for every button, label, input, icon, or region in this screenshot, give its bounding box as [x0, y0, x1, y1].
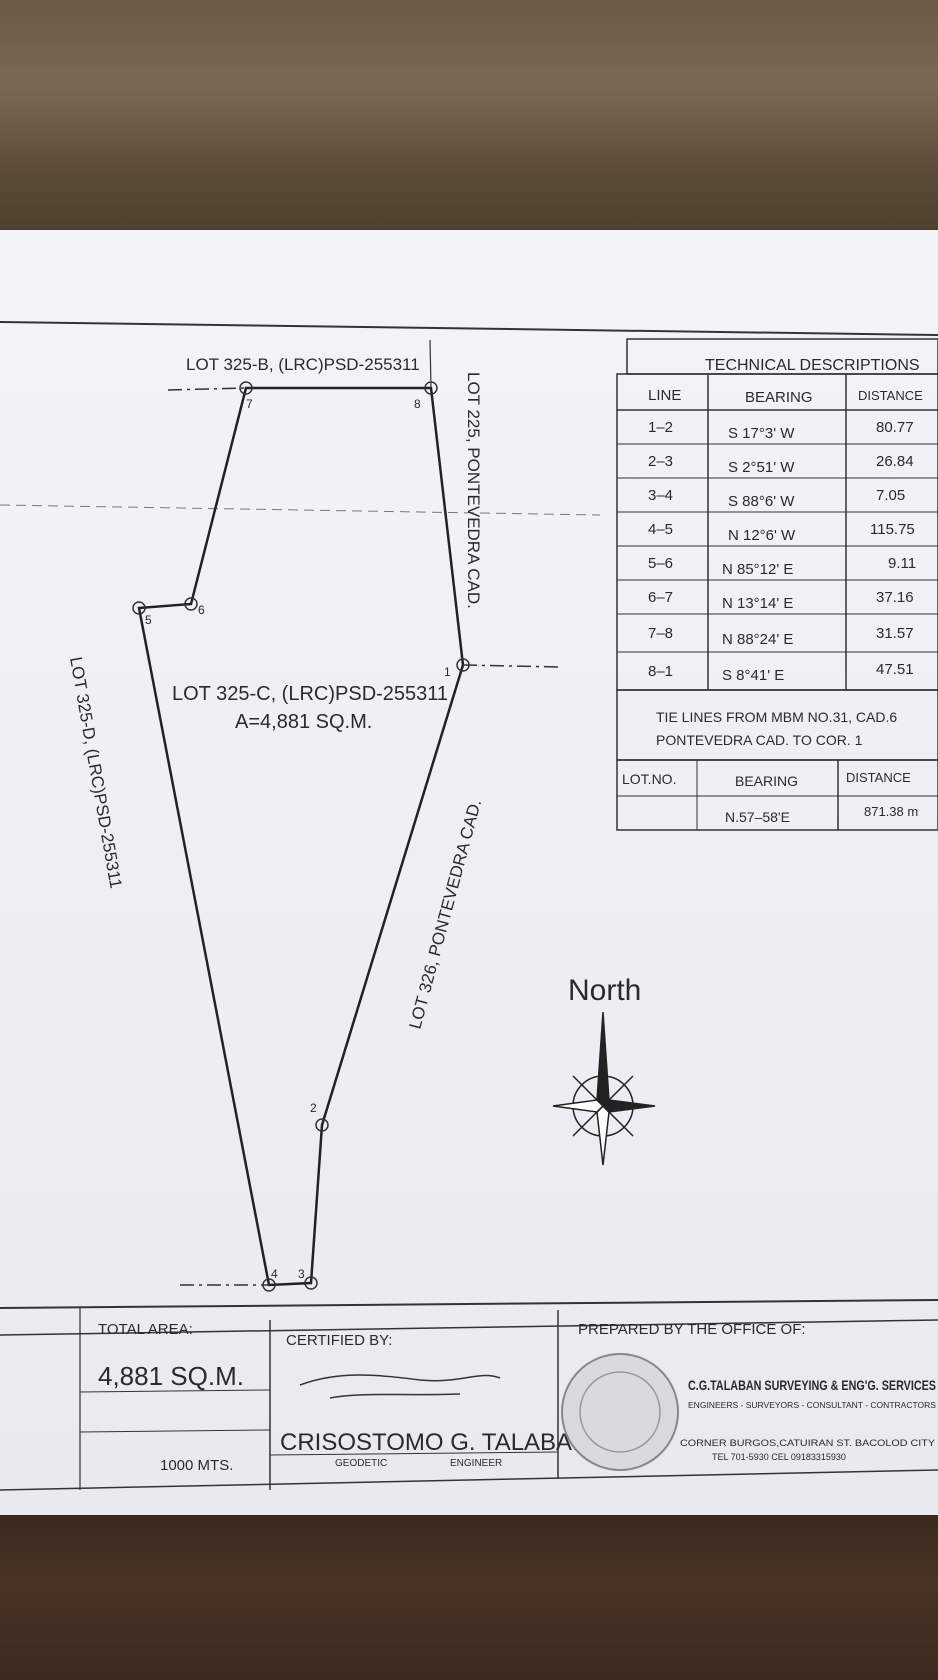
row-2-bearing: S 2°51' W — [728, 459, 795, 476]
row-5-line: 5–6 — [648, 555, 673, 572]
adjoining-line-east — [462, 664, 561, 668]
corner-number-5: 5 — [145, 613, 152, 627]
row-7-bearing: N 88°24' E — [722, 631, 793, 648]
corner-marker-2 — [315, 1118, 329, 1132]
row-2-distance: 26.84 — [876, 453, 914, 470]
row-8-line: 8–1 — [648, 663, 673, 680]
row-3-distance: 7.05 — [876, 487, 905, 504]
row-1-bearing: S 17°3' W — [728, 425, 795, 442]
row-2-line: 2–3 — [648, 453, 673, 470]
row-4-distance: 115.75 — [870, 521, 915, 538]
row-3-bearing: S 88°6' W — [728, 493, 795, 510]
corner-number-3: 3 — [298, 1267, 305, 1281]
corner-marker-8 — [424, 381, 438, 395]
technical-table-title: TECHNICAL DESCRIPTIONS — [705, 357, 920, 374]
adjoining-lot-north: LOT 325-B, (LRC)PSD-255311 — [186, 355, 420, 374]
firm-address: CORNER BURGOS,CATUIRAN ST. BACOLOD CITY — [680, 1438, 935, 1448]
signature — [299, 1374, 501, 1399]
signatory-name: CRISOSTOMO G. TALABAN — [280, 1429, 589, 1456]
adjoining-lot-northeast: LOT 225, PONTEVEDRA CAD. — [464, 372, 483, 609]
corner-marker-3 — [304, 1276, 318, 1290]
tie-header-distance: DISTANCE — [846, 770, 911, 785]
row-1-line: 1–2 — [648, 419, 673, 436]
prepared-by-label: PREPARED BY THE OFFICE OF: — [578, 1321, 806, 1338]
row-8-bearing: S 8°41' E — [722, 667, 784, 684]
firm-telephone: TEL 701-5930 CEL 09183315930 — [712, 1452, 846, 1462]
corner-number-6: 6 — [198, 603, 205, 617]
tie-row-distance: 871.38 m — [864, 804, 918, 819]
corner-number-2: 2 — [310, 1101, 317, 1115]
row-4-bearing: N 12°6' W — [728, 527, 796, 544]
corner-marker-1 — [456, 658, 470, 672]
tie-lines-line-1: TIE LINES FROM MBM NO.31, CAD.6 — [656, 709, 897, 725]
row-7-line: 7–8 — [648, 625, 673, 642]
total-area-value: 4,881 SQ.M. — [98, 1361, 244, 1391]
floor-background — [0, 1515, 938, 1680]
corner-number-8: 8 — [414, 397, 421, 411]
signatory-title-2: ENGINEER — [450, 1458, 502, 1469]
corner-marker-4 — [262, 1278, 276, 1292]
row-6-line: 6–7 — [648, 589, 673, 606]
row-8-distance: 47.51 — [876, 661, 914, 678]
corner-number-4: 4 — [271, 1267, 278, 1281]
row-3-line: 3–4 — [648, 487, 673, 504]
corner-marker-5 — [132, 601, 146, 615]
north-label: North — [568, 974, 641, 1007]
row-6-bearing: N 13°14' E — [722, 595, 793, 612]
adjoining-lot-southeast: LOT 326, PONTEVEDRA CAD. — [406, 797, 486, 1031]
row-1-distance: 80.77 — [876, 419, 914, 436]
corner-marker-6 — [184, 597, 198, 611]
adjoining-line-north — [167, 387, 247, 391]
tie-row-bearing: N.57–58'E — [725, 809, 790, 825]
tie-header-bearing: BEARING — [735, 773, 798, 789]
header-bearing: BEARING — [745, 389, 813, 406]
fold-line — [0, 504, 601, 516]
sheet-footer-border — [0, 1299, 938, 1309]
lot-boundary — [137, 386, 465, 1287]
lot-area: A=4,881 SQ.M. — [235, 711, 372, 733]
firm-tagline: ENGINEERS - SURVEYORS - CONSULTANT - CON… — [688, 1401, 936, 1410]
seal-icon — [561, 1353, 679, 1471]
lot-label: LOT 325-C, (LRC)PSD-255311 — [172, 683, 448, 705]
corner-number-7: 7 — [246, 397, 253, 411]
row-7-distance: 31.57 — [876, 625, 914, 642]
corner-markers — [132, 381, 470, 1292]
north-arrow-icon — [552, 1011, 656, 1166]
wooden-table-background — [0, 0, 938, 240]
adjoining-line-ne — [429, 339, 432, 389]
scale-value: 1000 MTS. — [160, 1457, 233, 1474]
corner-number-1: 1 — [444, 665, 451, 679]
row-5-distance: 9.11 — [888, 555, 916, 572]
total-area-label: TOTAL AREA: — [98, 1321, 193, 1338]
signatory-title-1: GEODETIC — [335, 1458, 387, 1469]
header-line: LINE — [648, 387, 681, 404]
row-6-distance: 37.16 — [876, 589, 914, 606]
header-distance: DISTANCE — [858, 388, 923, 403]
tie-lines-line-2: PONTEVEDRA CAD. TO COR. 1 — [656, 732, 863, 748]
firm-name: C.G.TALABAN SURVEYING & ENG'G. SERVICES — [688, 1377, 936, 1393]
sheet-top-border — [0, 321, 938, 336]
corner-marker-7 — [239, 381, 253, 395]
certified-by-label: CERTIFIED BY: — [286, 1332, 392, 1349]
adjoining-lot-west: LOT 325-D, (LRC)PSD-255311 — [66, 655, 125, 889]
technical-descriptions-table: TECHNICAL DESCRIPTIONS LINE BEARING DIST… — [616, 338, 938, 831]
title-block: TOTAL AREA: 4,881 SQ.M. 1000 MTS. CERTIF… — [0, 1308, 938, 1491]
row-5-bearing: N 85°12' E — [722, 561, 793, 578]
tie-header-lot: LOT.NO. — [622, 771, 676, 787]
row-4-line: 4–5 — [648, 521, 673, 538]
